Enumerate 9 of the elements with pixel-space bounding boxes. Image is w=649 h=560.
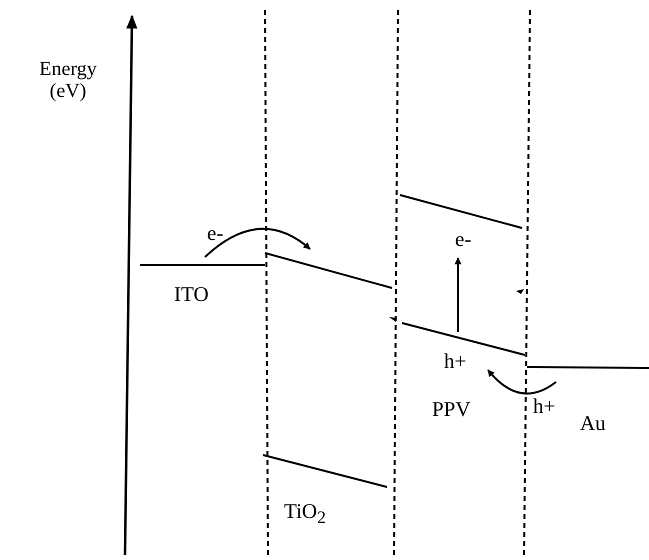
carrier-label: e- [207, 222, 224, 246]
material-label: TiO$_{2}$ [284, 500, 326, 528]
material-label: PPV [432, 398, 471, 422]
carrier-label: e- [455, 228, 472, 252]
material-label: Au [580, 412, 606, 436]
material-label: ITO [174, 283, 209, 306]
carrier-label: h+ [444, 350, 466, 374]
carrier-label: h+ [533, 395, 556, 418]
axis-label: Energy (eV) [38, 58, 98, 102]
